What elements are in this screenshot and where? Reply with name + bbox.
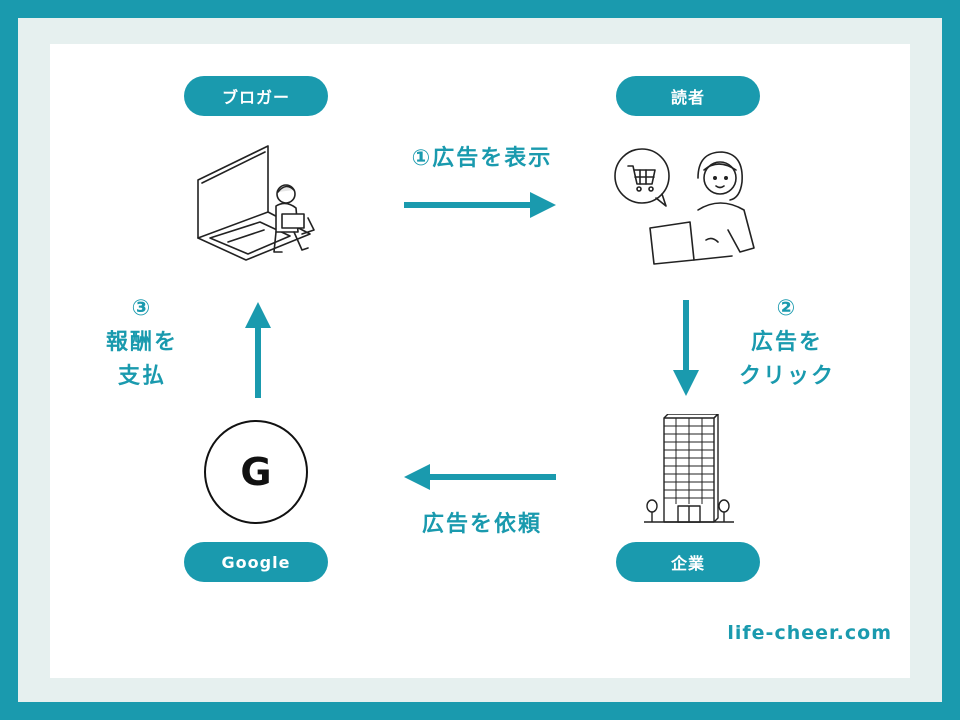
step2-line2: クリック	[738, 364, 835, 389]
arrow-right-blogger-to-reader	[404, 192, 556, 218]
step3-number: ③	[131, 296, 153, 321]
step3-line2: 支払	[117, 364, 166, 389]
shopper-laptop-icon	[614, 148, 755, 265]
node-blogger-label: ブロガー	[184, 76, 328, 116]
laptop-person-icon	[197, 145, 315, 261]
step3-line1: 報酬を	[105, 330, 178, 355]
step4-label: 広告を依頼	[421, 512, 542, 537]
site-watermark: life-cheer.com	[727, 622, 892, 644]
step2-label: ② 広告を クリック	[722, 292, 852, 394]
step3-label: ③ 報酬を 支払	[90, 292, 194, 394]
step2-line1: 広告を	[750, 330, 823, 355]
google-logo-icon: G	[204, 420, 308, 524]
arrow-left-company-to-google	[404, 464, 556, 490]
node-reader-label: 読者	[616, 76, 760, 116]
step1-label: ①広告を表示	[411, 146, 553, 171]
node-google-label: Google	[184, 542, 328, 582]
node-company-label: 企業	[616, 542, 760, 582]
step2-number: ②	[776, 296, 798, 321]
building-icon	[644, 414, 734, 523]
arrow-up-google-to-blogger	[245, 302, 271, 398]
arrow-down-reader-to-company	[673, 300, 699, 396]
google-mark: G	[240, 450, 272, 494]
